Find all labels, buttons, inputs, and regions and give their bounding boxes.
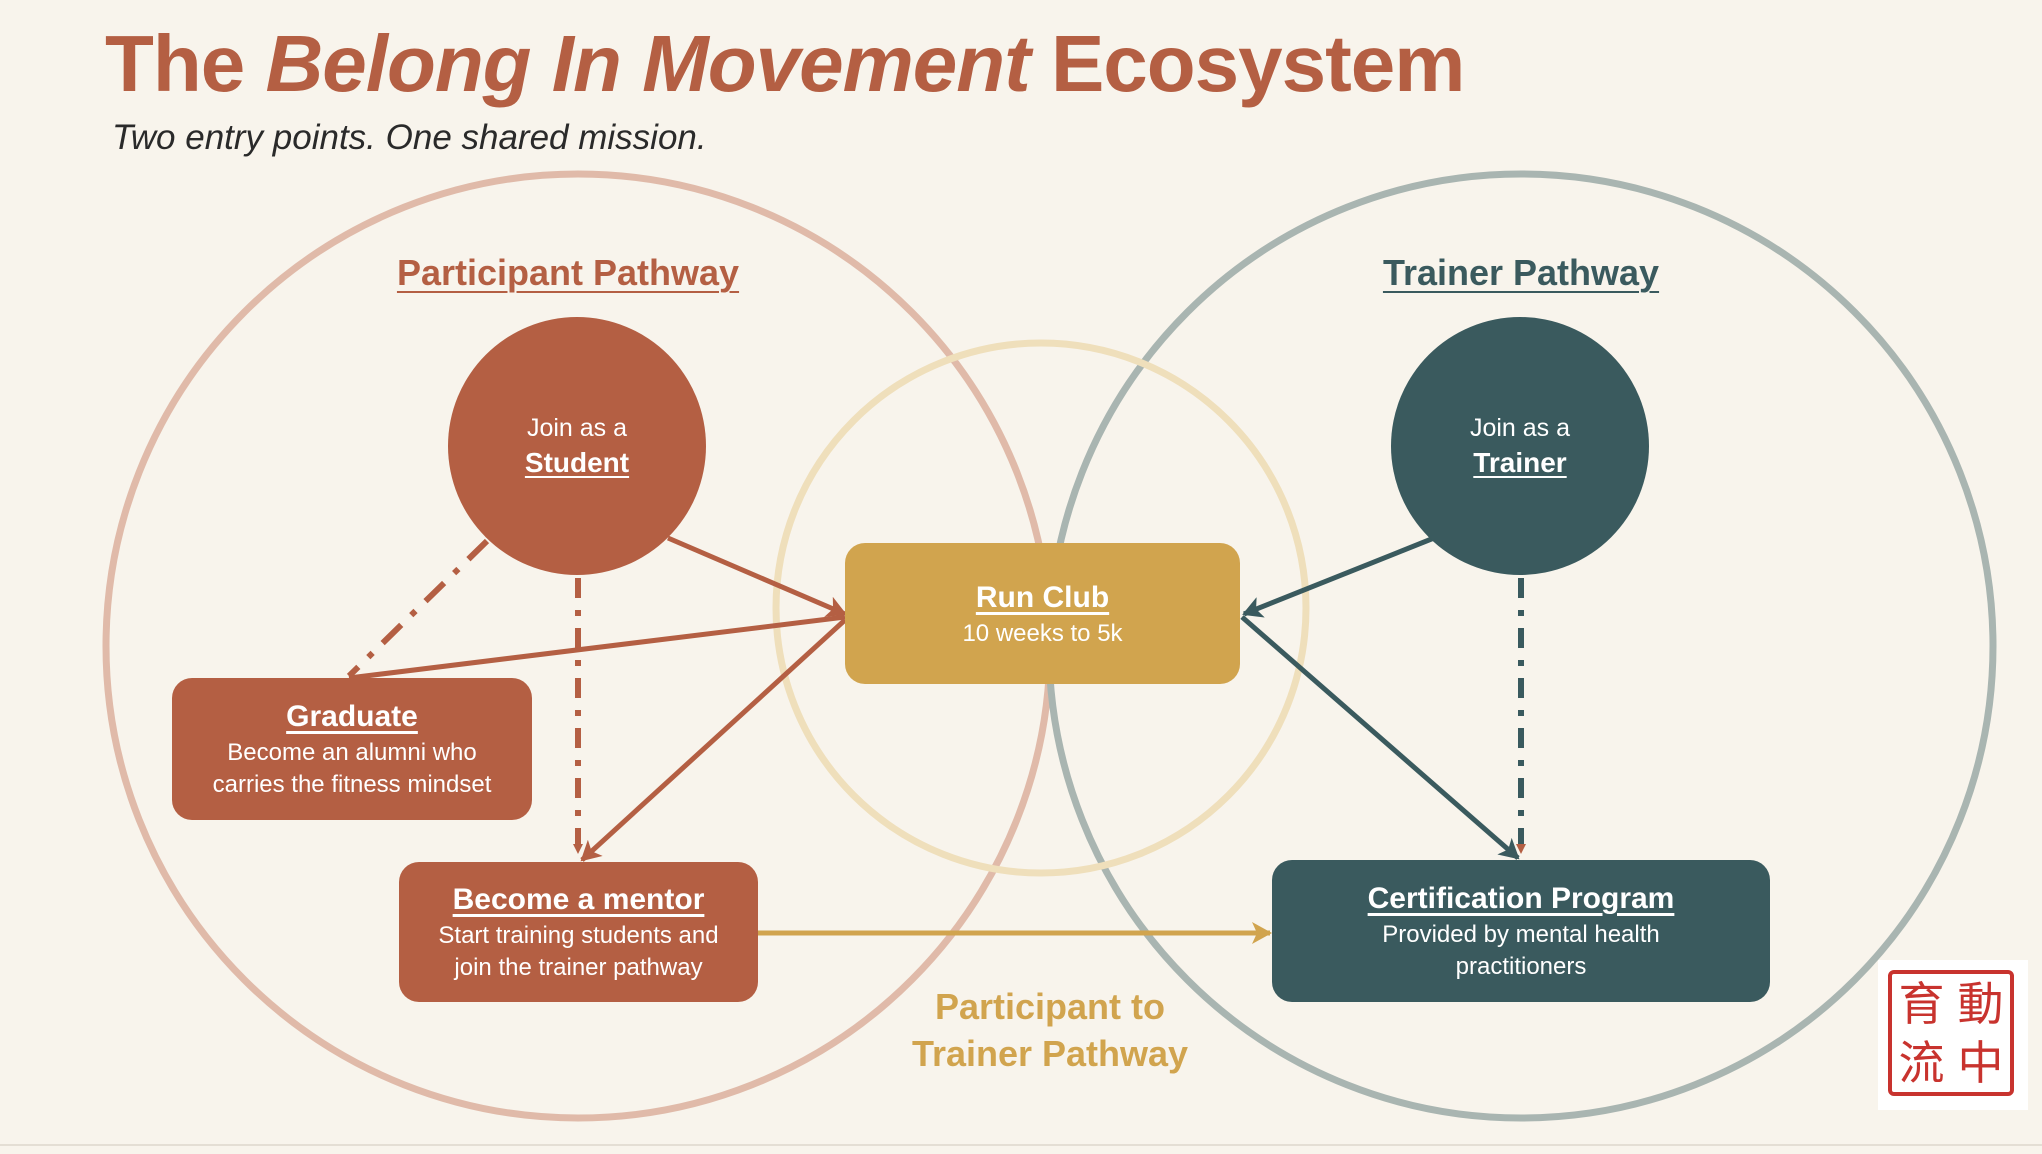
seal-char-1: 育: [1898, 976, 1945, 1031]
mentor-node: Become a mentor Start training students …: [399, 862, 758, 1002]
footer-divider: [0, 1144, 2042, 1146]
trainer-pathway-label: Trainer Pathway: [1382, 252, 1660, 293]
student-node-label: Student: [524, 447, 630, 478]
graduate-description-line-1: Become an alumni who: [227, 739, 477, 766]
trainer-entry-node: Join as a Trainer: [1391, 317, 1649, 575]
certification-description-line-2: practitioners: [1455, 953, 1587, 980]
student-to-run-club-arrow: [667, 535, 847, 618]
participant-to-trainer-label: Participant to Trainer Pathway: [912, 983, 1188, 1077]
title-part-2: Ecosystem: [1029, 19, 1465, 108]
run-club-title: Run Club: [975, 580, 1110, 614]
seal-stamp: 育 動 流 中: [1878, 960, 2028, 1110]
run-club-to-certification-arrow: [1240, 615, 1520, 860]
graduate-node: Graduate Become an alumni who carries th…: [172, 678, 532, 820]
seal-stamp-frame: 育 動 流 中: [1888, 970, 2014, 1096]
certification-title: Certification Program: [1367, 882, 1675, 915]
run-club-description: 10 weeks to 5k: [962, 619, 1123, 647]
certification-program-node: Certification Program Provided by mental…: [1272, 860, 1770, 1002]
title-part-1: The: [105, 19, 266, 108]
graduate-description-line-2: carries the fitness mindset: [212, 771, 492, 798]
page-title: The Belong In Movement Ecosystem: [105, 18, 1465, 110]
trainer-node-prefix: Join as a: [1469, 414, 1571, 442]
participant-pathway-label: Participant Pathway: [396, 252, 740, 293]
seal-char-2: 動: [1957, 976, 2004, 1031]
seal-char-3: 流: [1898, 1035, 1945, 1090]
mentor-title: Become a mentor: [452, 883, 705, 916]
mentor-description-line-2: join the trainer pathway: [454, 954, 703, 981]
student-node-prefix: Join as a: [526, 414, 628, 442]
graduate-title: Graduate: [286, 700, 418, 733]
page-subtitle: Two entry points. One shared mission.: [112, 118, 707, 157]
shared-mission-ring: [772, 339, 1310, 877]
bridge-label-line-1: Participant to: [934, 986, 1166, 1027]
trainer-node-label: Trainer: [1473, 447, 1567, 478]
trainer-to-run-club-arrow: [1242, 535, 1435, 618]
title-italic: Belong In Movement: [265, 19, 1030, 108]
student-entry-node: Join as a Student: [448, 317, 706, 575]
bridge-label-line-2: Trainer Pathway: [911, 1033, 1189, 1074]
student-to-graduate-dashed-connector: [346, 538, 490, 679]
run-club-to-graduate-arrow: [348, 614, 846, 681]
mentor-description-line-1: Start training students and: [438, 922, 719, 949]
certification-description-line-1: Provided by mental health: [1382, 921, 1660, 948]
seal-char-4: 中: [1957, 1035, 2004, 1090]
run-club-to-mentor-arrow: [580, 618, 847, 862]
run-club-node: Run Club 10 weeks to 5k: [845, 543, 1240, 684]
